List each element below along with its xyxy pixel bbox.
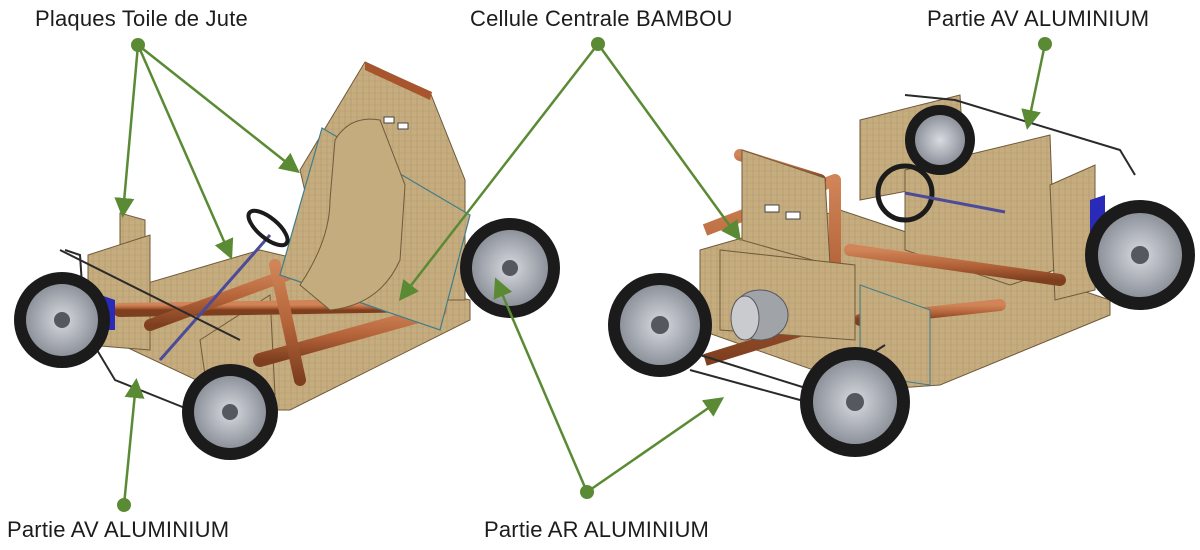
leader-dot-bambou <box>591 37 605 51</box>
left-alu-front-bar <box>59 249 241 341</box>
leader-dot-ar <box>580 485 594 499</box>
label-cellule-centrale-bambou: Cellule Centrale BAMBOU <box>470 6 733 31</box>
right-wheel-rear-left <box>608 273 712 377</box>
left-steering-column <box>158 234 272 361</box>
left-seat-slot-2 <box>397 122 409 130</box>
leader-bambou-1 <box>398 43 599 301</box>
left-bamboo-tube-vertical <box>269 259 306 386</box>
leader-ar-2 <box>586 397 725 494</box>
label-plaques-toile-de-jute: Plaques Toile de Jute <box>35 6 248 31</box>
label-partie-ar-aluminium: Partie AR ALUMINIUM <box>484 517 710 542</box>
leader-av-bottom <box>122 378 145 506</box>
leader-bambou-2 <box>596 43 741 242</box>
left-steering-wheel <box>246 208 290 248</box>
left-wheel-rear <box>460 218 560 318</box>
left-wheel-front-left <box>14 272 110 368</box>
leader-jute-3 <box>137 44 300 174</box>
right-front-plate-right <box>1049 164 1096 301</box>
leader-dot-jute <box>131 38 145 52</box>
left-seat-back-top-tube <box>365 62 432 100</box>
right-wheel-rear-right <box>800 347 910 457</box>
leader-lines <box>114 43 1047 506</box>
left-vehicle <box>14 61 560 460</box>
right-steering-wheel <box>875 163 935 223</box>
leader-dot-av-bottom <box>117 498 131 512</box>
right-wheel-front-left <box>905 105 975 175</box>
leader-av-top <box>1021 43 1047 130</box>
leader-dot-av-top <box>1038 37 1052 51</box>
leader-dots <box>117 37 1052 512</box>
left-seat <box>299 118 406 311</box>
leader-ar-1 <box>493 277 589 493</box>
right-wheel-front-right <box>1085 200 1195 310</box>
right-seat-slot-2 <box>785 211 801 220</box>
left-wheel-front-right <box>182 364 278 460</box>
right-seat-slot-1 <box>764 204 780 213</box>
leader-jute-1 <box>114 44 140 218</box>
label-partie-av-aluminium-top: Partie AV ALUMINIUM <box>927 6 1150 31</box>
right-vehicle <box>608 94 1195 457</box>
leader-jute-2 <box>136 44 234 260</box>
right-bamboo-floor-tube <box>844 244 1066 286</box>
right-motor-face <box>730 295 760 341</box>
right-steering-column <box>904 191 1006 214</box>
label-partie-av-aluminium-bottom: Partie AV ALUMINIUM <box>7 517 230 542</box>
left-seat-slot-1 <box>383 116 395 124</box>
